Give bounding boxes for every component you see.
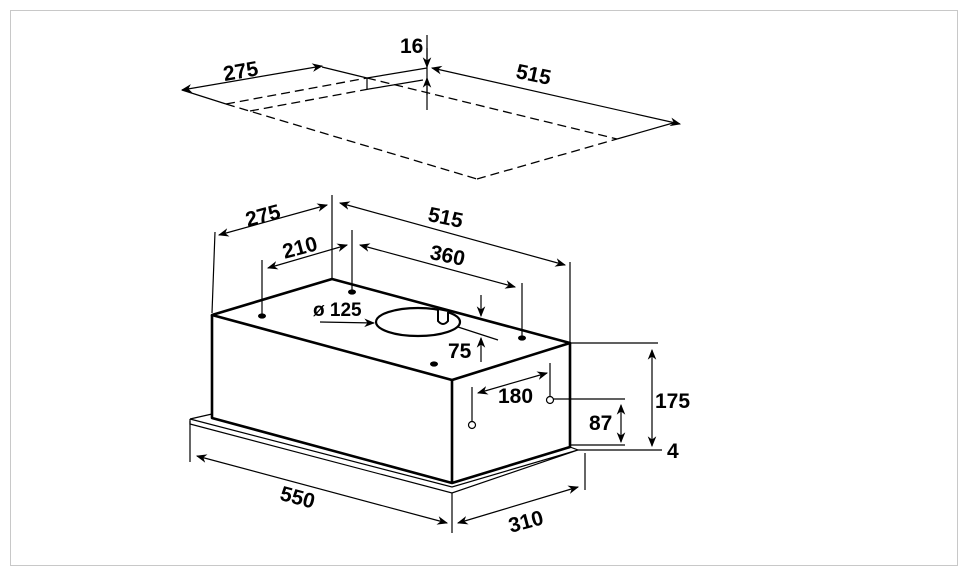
overall-depth-label: 310 bbox=[506, 506, 546, 537]
duct-offset-label: 75 bbox=[448, 340, 472, 363]
side-hole-height-label: 87 bbox=[589, 412, 612, 435]
hole-width-arrow bbox=[358, 243, 517, 289]
cutout-width-label: 515 bbox=[514, 60, 553, 90]
overall-depth-arrow bbox=[456, 485, 580, 525]
duct-diameter-label: ø 125 bbox=[313, 300, 362, 321]
depth-arrow bbox=[217, 203, 329, 237]
overall-width-arrow bbox=[195, 454, 449, 525]
hole-width-label: 360 bbox=[428, 241, 467, 271]
cutout-thickness-label: 16 bbox=[400, 35, 423, 58]
cutout-width-arrow bbox=[430, 65, 682, 127]
cutout-depth-arrow bbox=[180, 63, 324, 93]
width-arrow bbox=[338, 201, 567, 267]
side-hole-spacing-label: 180 bbox=[498, 385, 533, 408]
depth-label: 275 bbox=[243, 200, 283, 231]
extension-lines bbox=[189, 195, 662, 533]
duct-diameter-arrow bbox=[319, 318, 376, 328]
side-hole-spacing-arrow bbox=[476, 371, 549, 395]
image-frame bbox=[10, 10, 958, 566]
cutout-depth-label: 275 bbox=[222, 57, 261, 86]
plate-thickness-label: 4 bbox=[667, 440, 679, 463]
body-height-label: 175 bbox=[655, 390, 690, 413]
hole-depth-arrow bbox=[266, 243, 349, 270]
hole-depth-label: 210 bbox=[280, 232, 320, 263]
